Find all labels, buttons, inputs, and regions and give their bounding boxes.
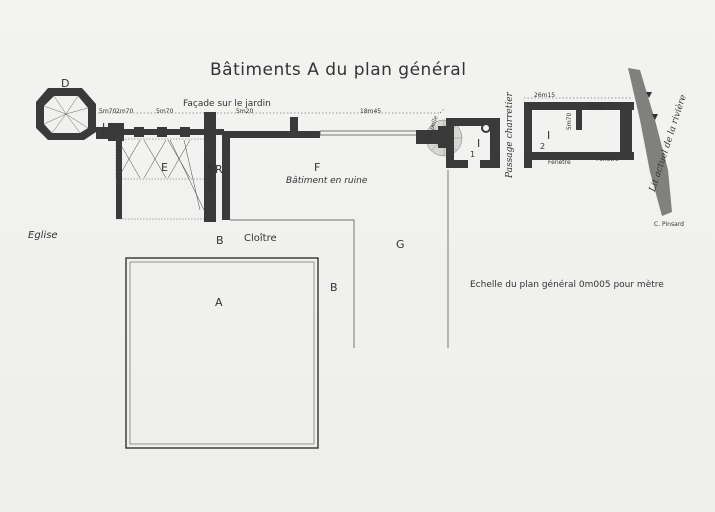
passage-walls xyxy=(204,138,230,222)
label-b-top: B xyxy=(216,234,224,247)
cloister-square-a xyxy=(125,257,319,449)
tower-d xyxy=(36,88,96,140)
label-i-left: I xyxy=(477,137,481,150)
river-bank xyxy=(628,68,672,216)
tower-vault-lines xyxy=(43,95,89,134)
building-f-outline xyxy=(230,170,449,348)
label-g: G xyxy=(396,238,405,251)
dimension-7: 5m70 xyxy=(566,112,573,130)
label-e: E xyxy=(161,161,168,174)
label-porte: Porte xyxy=(588,104,604,111)
dimension-6: 26m15 xyxy=(534,92,556,99)
dimension-3: 5m70 xyxy=(156,108,174,115)
label-batiment-ruine: Bâtiment en ruine xyxy=(286,176,368,186)
facade-dimension-line xyxy=(98,107,446,114)
label-fenetre-1: Fenêtre xyxy=(548,159,571,166)
label-d: D xyxy=(61,77,70,90)
label-b-right: B xyxy=(330,281,338,294)
building-i-left xyxy=(446,118,500,168)
wall-outline xyxy=(319,130,424,136)
label-passage: Passage xyxy=(205,163,214,196)
building-i-right xyxy=(524,102,634,168)
label-cloitre: Cloître xyxy=(244,233,277,244)
label-f: F xyxy=(314,161,321,174)
label-eglise: Eglise xyxy=(28,230,58,241)
dimension-4: 5m20 xyxy=(236,108,254,115)
label-i-right: I xyxy=(547,129,551,142)
label-j: J xyxy=(102,121,106,134)
dimension-1: 5m70 xyxy=(99,108,117,115)
author-signature: C. Pinsard xyxy=(654,221,684,228)
label-fenetre-2: Fenêtre xyxy=(596,156,619,163)
scale-note: Echelle du plan général 0m005 pour mètre xyxy=(470,280,664,290)
plan-title: Bâtiments A du plan général xyxy=(210,60,467,80)
label-facade: Façade sur le jardin xyxy=(183,99,271,109)
label-a: A xyxy=(215,296,223,309)
dimension-2: 2m70 xyxy=(116,108,134,115)
label-num-1: 1 xyxy=(470,150,476,159)
room-e xyxy=(115,138,207,220)
dimension-5: 18m45 xyxy=(360,108,382,115)
label-num-2: 2 xyxy=(540,142,546,151)
label-passage-charretier: Passage charretier xyxy=(505,92,515,178)
garden-facade-wall xyxy=(96,112,320,141)
label-r: R xyxy=(215,163,223,176)
